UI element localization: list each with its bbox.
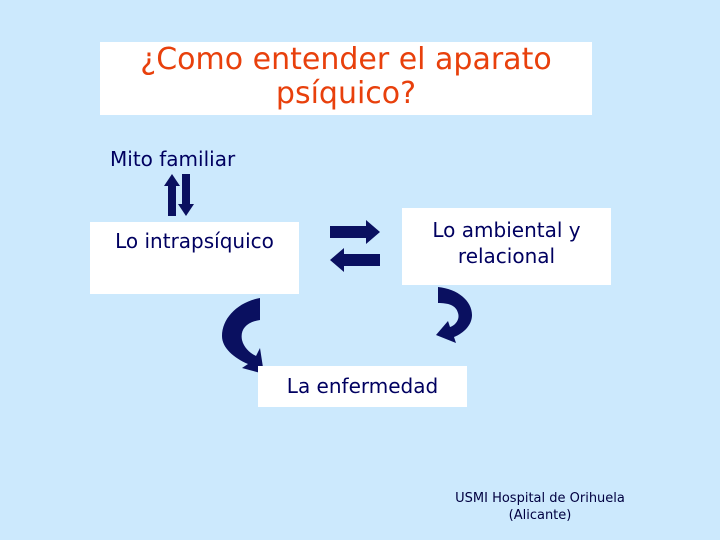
intrapsiquico-label: Lo intrapsíquico xyxy=(115,229,274,253)
enfermedad-label: La enfermedad xyxy=(286,374,439,398)
up-down-arrows-icon xyxy=(164,174,194,216)
curved-arrow-down-left-icon xyxy=(222,298,264,374)
title-line-1: ¿Como entender el aparato xyxy=(140,42,552,77)
footer-line-2: (Alicante) xyxy=(508,508,572,523)
node-mito-familiar: Mito familiar xyxy=(110,147,236,171)
ambiental-label-line-2: relacional xyxy=(457,244,556,268)
title-box: ¿Como entender el aparato psíquico? xyxy=(100,42,592,115)
left-right-arrows-icon xyxy=(330,220,380,272)
ambiental-label-line-1: Lo ambiental y xyxy=(432,218,581,242)
curved-arrow-down-right-icon xyxy=(436,287,472,343)
footer-line-1: USMI Hospital de Orihuela xyxy=(455,491,625,506)
node-enfermedad: La enfermedad xyxy=(258,366,467,407)
node-intrapsiquico: Lo intrapsíquico xyxy=(90,222,299,294)
node-ambiental-relacional: Lo ambiental y relacional xyxy=(402,208,611,285)
title-line-2: psíquico? xyxy=(275,76,417,111)
footer-credit: USMI Hospital de Orihuela (Alicante) xyxy=(440,490,640,524)
